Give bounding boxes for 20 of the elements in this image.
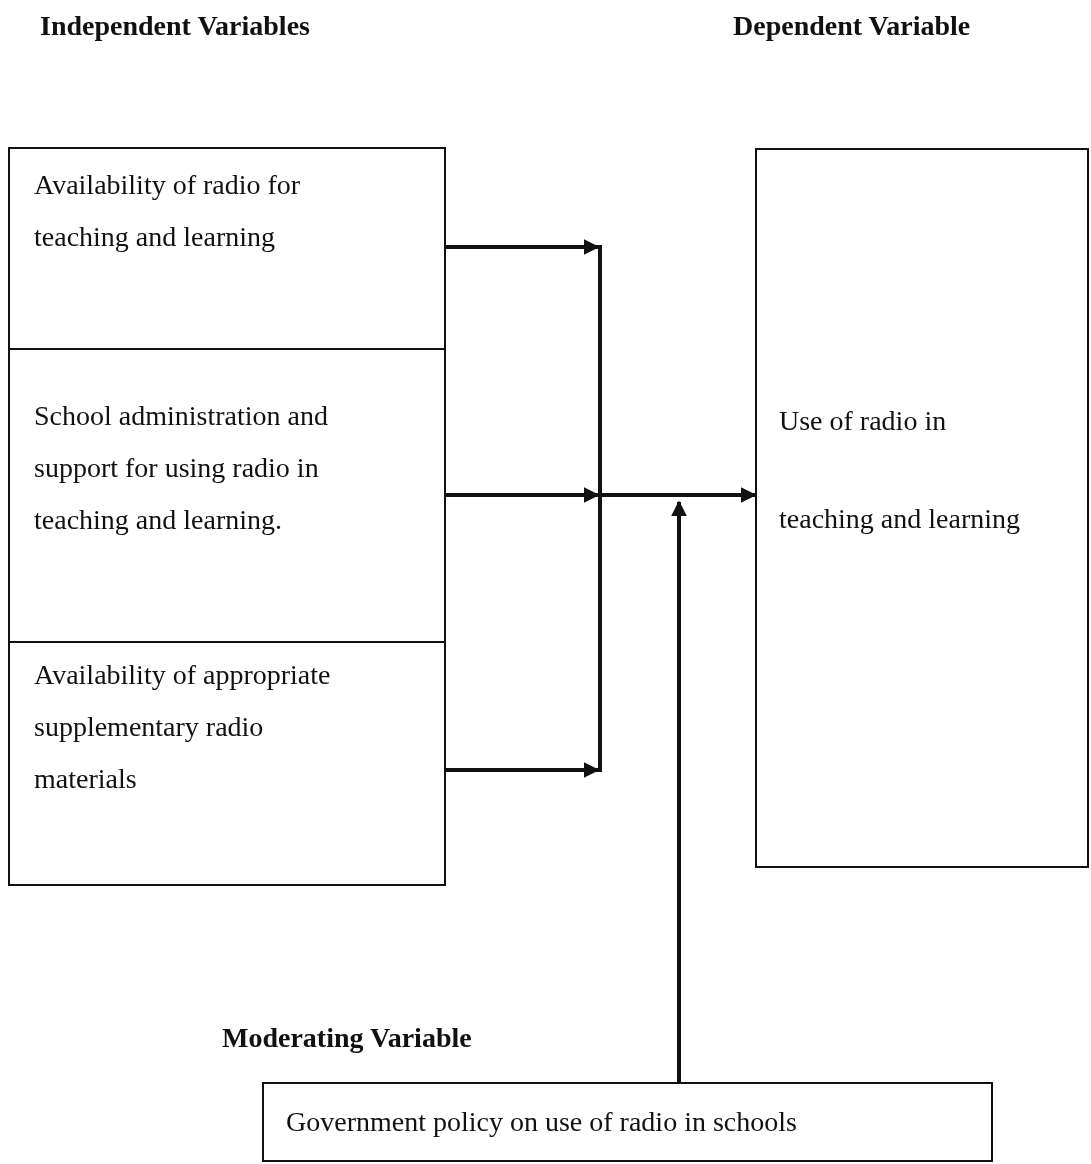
section-heading: Dependent Variable: [733, 10, 971, 42]
junction-bar: [598, 245, 602, 772]
box-text: teaching and learning: [779, 501, 1021, 536]
box-text: Use of radio in: [779, 404, 948, 438]
arrow: [671, 500, 687, 1082]
box-text: Availability of appropriate supplementary radio materials: [34, 658, 332, 796]
variable-box: [8, 147, 446, 350]
box-text: Availability of radio for teaching and learning: [34, 168, 302, 254]
arrow: [602, 487, 757, 503]
arrow: [446, 762, 600, 778]
box-text: School administration and support for using radio in teaching and learning.: [34, 399, 329, 537]
variable-box: [755, 148, 1089, 868]
variable-box: [8, 641, 446, 886]
section-heading: Moderating Variable: [222, 1022, 472, 1054]
variable-box: [262, 1082, 993, 1162]
box-text: Government policy on use of radio in schools: [286, 1105, 798, 1139]
section-heading: Independent Variables: [40, 10, 310, 42]
variable-box: [8, 348, 446, 643]
arrow: [446, 239, 600, 255]
arrow: [446, 487, 600, 503]
